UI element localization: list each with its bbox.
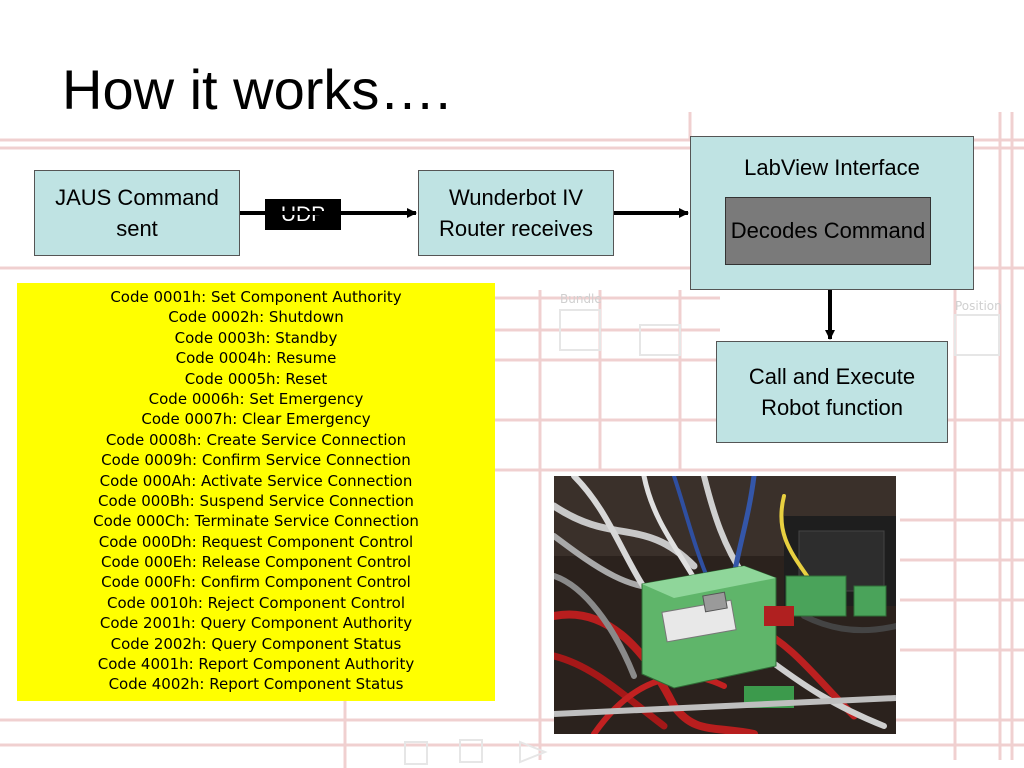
command-code-item: Code 0007h: Clear Emergency <box>141 410 371 429</box>
jaus-command-label: JAUS Command sent <box>55 185 219 241</box>
command-code-item: Code 0004h: Resume <box>175 349 337 368</box>
command-code-item: Code 000Eh: Release Component Control <box>100 553 412 572</box>
slide-title: How it works…. <box>62 58 451 121</box>
bg-bundle-label: Bundle <box>560 292 602 306</box>
command-code-item: Code 0002h: Shutdown <box>168 308 344 327</box>
wiring-photo-illustration <box>554 476 896 734</box>
udp-label: UDP <box>265 199 341 230</box>
command-code-item: Code 0009h: Confirm Service Connection <box>101 451 411 470</box>
command-code-item: Code 000Ch: Terminate Service Connection <box>93 512 419 531</box>
command-code-item: Code 0008h: Create Service Connection <box>105 430 407 449</box>
command-code-item: Code 000Dh: Request Component Control <box>98 532 414 551</box>
router-box: Wunderbot IV Router receives <box>418 170 614 256</box>
command-code-item: Code 000Ah: Activate Service Connection <box>99 471 413 490</box>
command-code-item: Code 0001h: Set Component Authority <box>110 288 402 306</box>
command-code-item: Code 4002h: Report Component Status <box>108 675 404 694</box>
command-code-item: Code 0005h: Reset <box>184 369 328 388</box>
jaus-command-box: JAUS Command sent <box>34 170 240 256</box>
call-execute-label: Call and Execute Robot function <box>748 364 916 420</box>
command-code-item: Code 000Fh: Confirm Component Control <box>101 573 411 592</box>
command-code-item: Code 0003h: Standby <box>174 328 338 347</box>
command-code-item: Code 2001h: Query Component Authority <box>99 614 413 633</box>
labview-interface-box: LabView Interface Decodes Command <box>690 136 974 290</box>
command-code-item: Code 0006h: Set Emergency <box>148 389 364 408</box>
labview-title: LabView Interface <box>744 155 920 180</box>
decodes-command-label: Decodes Command <box>730 218 926 243</box>
command-code-item: Code 000Bh: Suspend Service Connection <box>98 491 414 510</box>
call-execute-box: Call and Execute Robot function <box>716 341 948 443</box>
command-code-item: Code 0010h: Reject Component Control <box>106 593 405 612</box>
command-code-item: Code 2002h: Query Component Status <box>110 634 402 653</box>
decodes-command-box: Decodes Command <box>725 197 931 265</box>
router-label: Wunderbot IV Router receives <box>438 185 594 241</box>
robot-wiring-photo <box>554 476 896 734</box>
bg-position-label: Position <box>955 299 1002 313</box>
command-code-item: Code 4001h: Report Component Authority <box>97 655 415 674</box>
